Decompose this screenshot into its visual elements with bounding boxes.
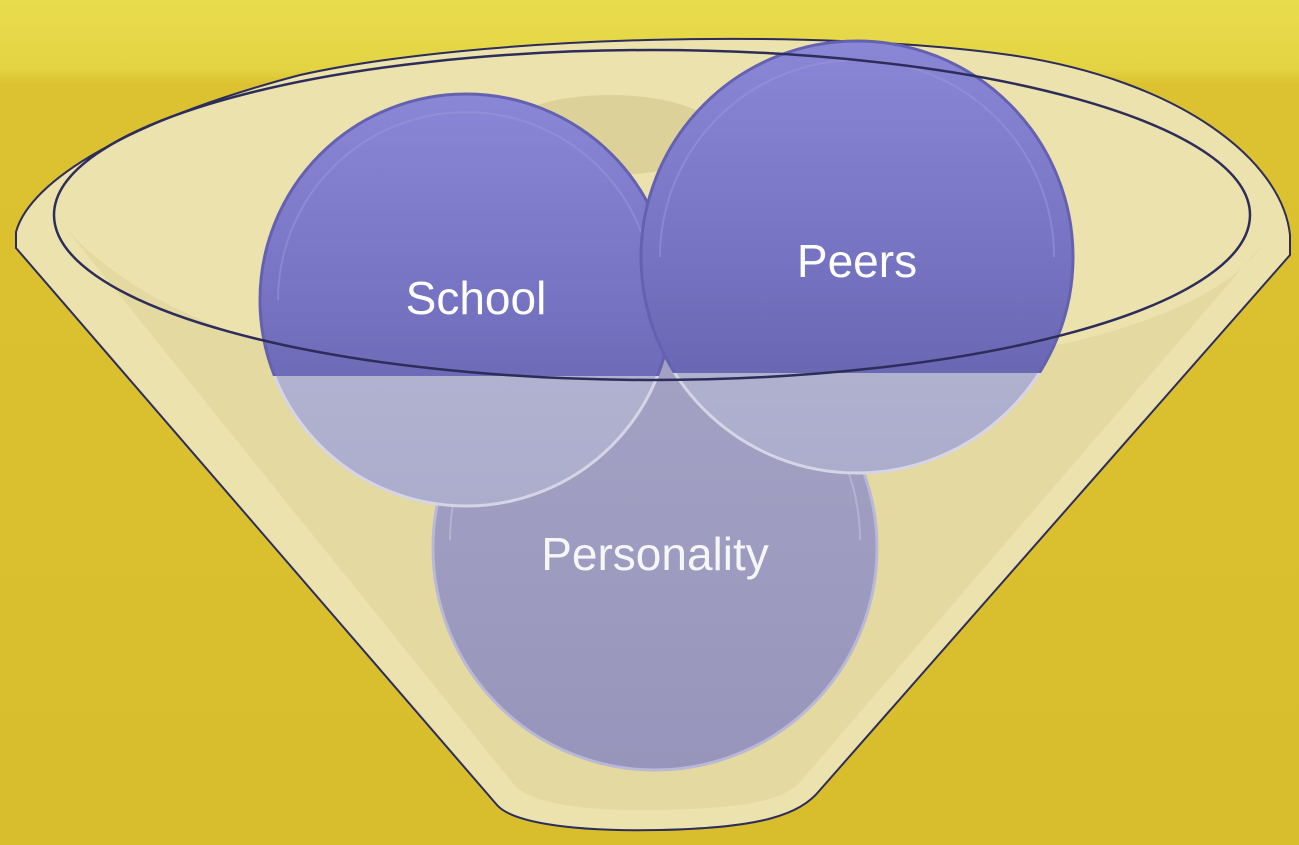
label-school: School: [406, 272, 547, 324]
label-personality: Personality: [541, 528, 769, 580]
funnel-opening: [52, 48, 1252, 382]
label-peers: Peers: [797, 235, 917, 287]
bubble-peers: [639, 39, 1075, 475]
bubble-school: [258, 92, 674, 508]
